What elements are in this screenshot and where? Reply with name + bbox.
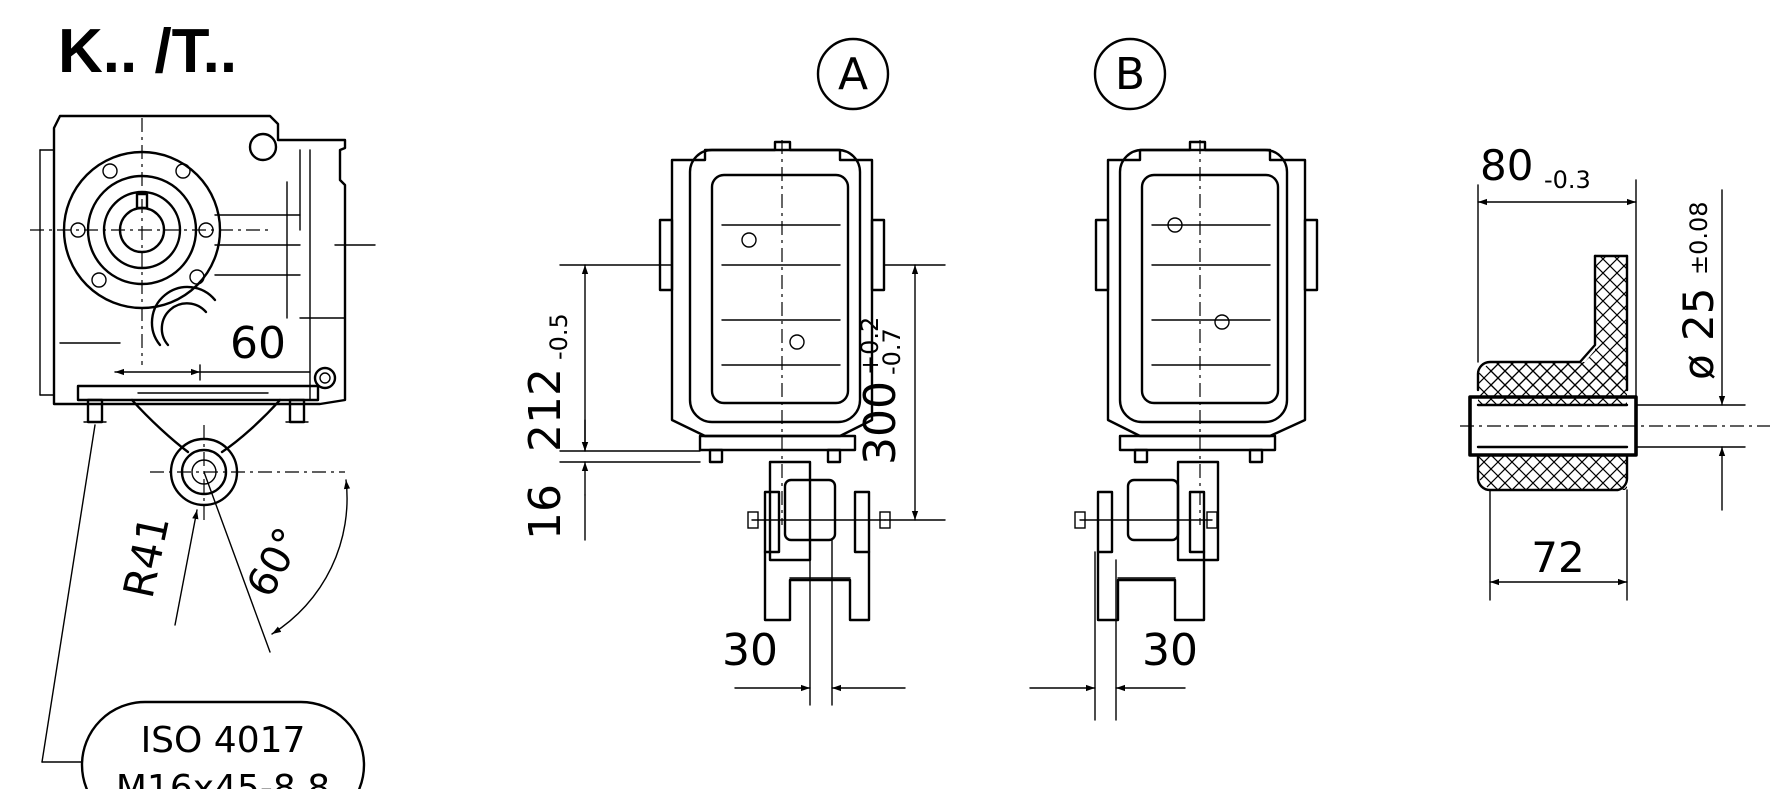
dim-80-label: 80 [1480, 141, 1533, 190]
bushing-detail: 80 -0.3 72 ø 25 ±0.08 [1460, 141, 1770, 601]
dim-300-tol-upper: +0.2 [856, 317, 884, 375]
view-b: B 30 [1029, 37, 1319, 721]
dim-80-tol: -0.3 [1544, 166, 1591, 194]
dim-212-label: 212 [520, 368, 571, 452]
dim-30-a-label: 30 [722, 625, 778, 676]
dim-16-label: 16 [520, 484, 571, 540]
view-a: A 212 -0.5 [520, 37, 946, 706]
dim-30-b-label: 30 [1142, 625, 1198, 676]
view-a-label: A [838, 49, 868, 100]
bolt-standard: ISO 4017 [141, 720, 306, 761]
dim-72-label: 72 [1531, 533, 1584, 582]
bolt-callout [80, 700, 366, 789]
bolt-spec: M16x45-8.8 [116, 768, 330, 789]
dim-60-label: 60 [230, 318, 286, 369]
view-a-marker [816, 37, 890, 111]
view-b-marker [1093, 37, 1167, 111]
dim-212-tol: -0.5 [545, 313, 573, 360]
dim-300-label: 300 [855, 381, 906, 465]
dim-300-tol-lower: -0.7 [878, 328, 906, 375]
angle-label: 60° [238, 520, 312, 604]
drawing-title: K.. /T.. [58, 17, 237, 86]
view-b-label: B [1115, 49, 1145, 100]
dim-d25-label: ø 25 [1674, 288, 1723, 381]
left-view: 60 R41 60° ISO 4017 M16x45-8.8 [30, 114, 376, 789]
radius-label: R41 [114, 511, 179, 602]
dim-d25-tol: ±0.08 [1685, 201, 1713, 275]
